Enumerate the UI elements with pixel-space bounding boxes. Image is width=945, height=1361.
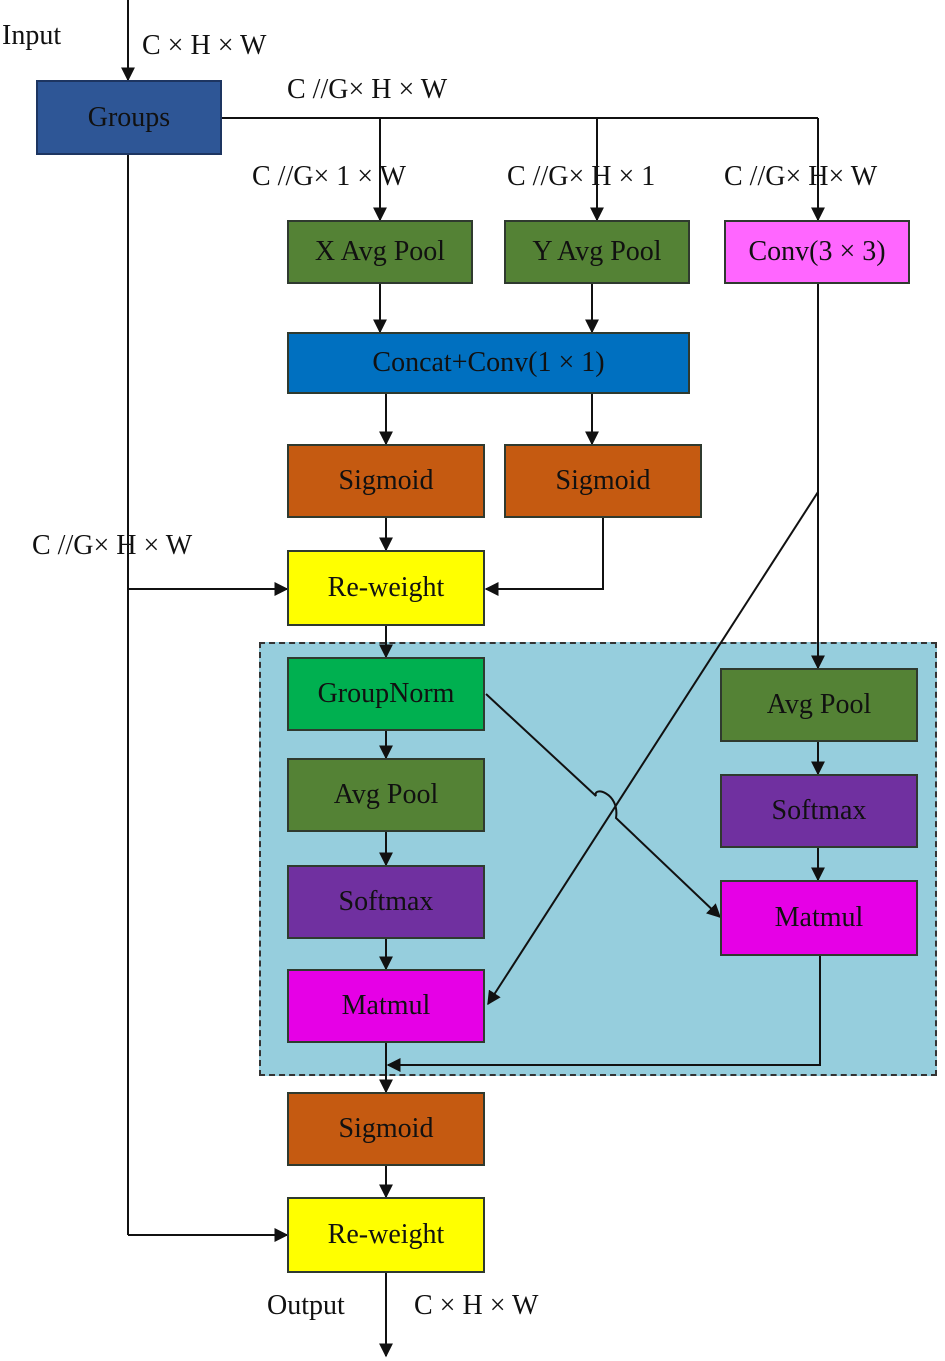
matmul-left-block: Matmul (287, 969, 485, 1043)
x-pool-shape-label: C //G× 1 × W (252, 161, 406, 192)
reweight-bottom-block: Re-weight (287, 1197, 485, 1273)
x-avg-pool-block: X Avg Pool (287, 220, 473, 284)
groupnorm-block: GroupNorm (287, 657, 485, 731)
groups-block: Groups (36, 80, 222, 155)
arrow-groupnorm-to-matmul-right (485, 693, 722, 918)
conv3x3-block: Conv(3 × 3) (724, 220, 910, 284)
output-label: Output (265, 1290, 347, 1322)
residual-shape-label: C //G× H × W (32, 530, 193, 561)
output-shape-label: C × H × W (412, 1290, 541, 1322)
sigmoid-bottom-block: Sigmoid (287, 1092, 485, 1166)
sigmoid-left-block: Sigmoid (287, 444, 485, 518)
reweight-top-block: Re-weight (287, 550, 485, 626)
y-pool-shape-label: C //G× H × 1 (507, 161, 656, 192)
softmax-left-block: Softmax (287, 865, 485, 939)
input-label: Input (2, 20, 62, 51)
arrow-sigmoid-right-to-reweight (484, 518, 604, 596)
y-avg-pool-block: Y Avg Pool (504, 220, 690, 284)
concat-conv-block: Concat+Conv(1 × 1) (287, 332, 690, 394)
matmul-right-block: Matmul (720, 880, 918, 956)
avg-pool-left-block: Avg Pool (287, 758, 485, 832)
conv-shape-label: C //G× H× W (724, 161, 878, 192)
groups-out-shape-label: C //G× H × W (287, 74, 448, 105)
input-shape-label: C × H × W (142, 30, 267, 61)
softmax-right-block: Softmax (720, 774, 918, 848)
avg-pool-right-block: Avg Pool (720, 668, 918, 742)
arrow-conv-to-matmul-left (487, 491, 819, 1006)
sigmoid-right-block: Sigmoid (504, 444, 702, 518)
arrow-matmul-right-to-merge (386, 956, 821, 1072)
